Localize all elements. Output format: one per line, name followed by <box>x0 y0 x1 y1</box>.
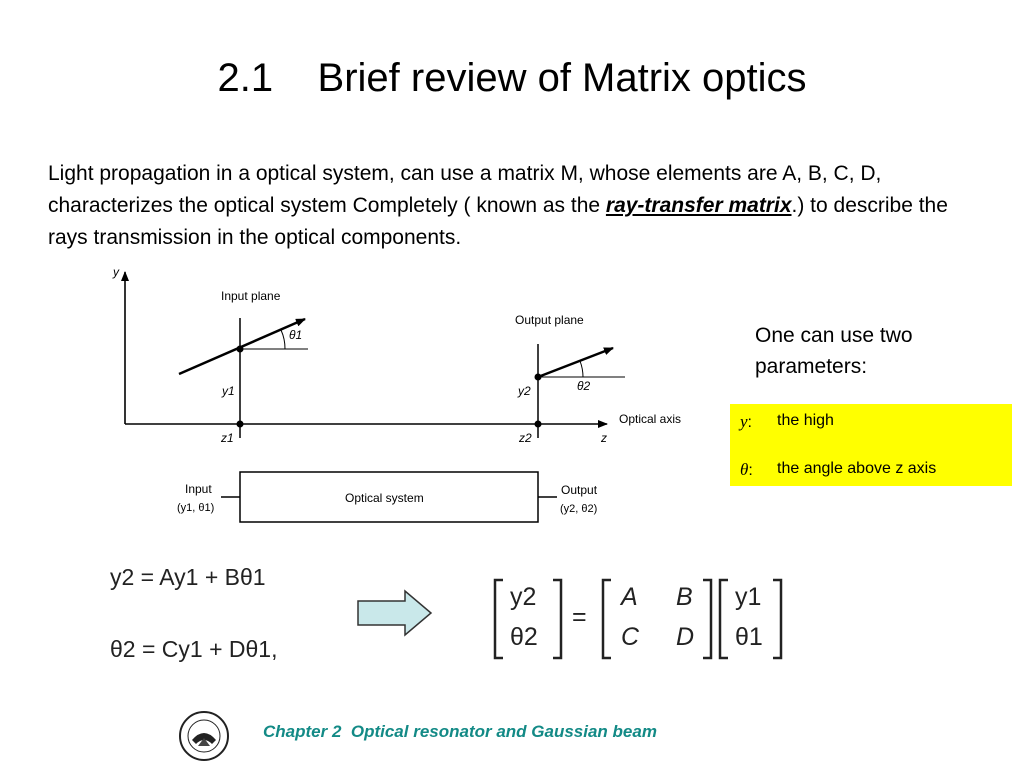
lhs-theta2: θ2 <box>510 623 538 651</box>
output-ray <box>537 346 614 379</box>
ray-diagram: y z Optical axis Input plane θ1 y1 z1 Ou… <box>112 265 681 523</box>
theta1-arc <box>280 329 286 350</box>
y1-label: y1 <box>221 384 235 398</box>
input-params: (y1, θ1) <box>177 502 214 514</box>
z1-point <box>236 420 244 428</box>
ray-transfer-matrix-term: ray-transfer matrix <box>605 194 792 217</box>
param-separator: : <box>747 414 752 431</box>
output-params: (y2, θ2) <box>560 503 597 515</box>
intro-text-start: Light propagation in a optical system, c… <box>48 162 882 217</box>
param-row-theta: θ: the angle above z axis <box>740 460 936 480</box>
param-description: the angle above z axis <box>777 460 937 477</box>
bracket <box>718 578 728 660</box>
input-plane-label: Input plane <box>221 289 281 303</box>
z2-label: z2 <box>518 431 532 445</box>
output-point <box>534 373 542 381</box>
theta2-arc <box>579 360 584 378</box>
matrix-c: C <box>621 623 640 651</box>
bracket <box>601 578 611 660</box>
slide-title: 2.1 Brief review of Matrix optics <box>217 56 807 100</box>
equation-1: y2 = Ay1 + Bθ1 <box>110 564 266 590</box>
rhs-y1: y1 <box>735 583 761 611</box>
input-label: Input <box>185 482 212 496</box>
parameters-intro: One can use two parameters: <box>755 324 913 378</box>
matrix-d: D <box>676 623 694 651</box>
param-separator: : <box>748 462 753 479</box>
intro-text-end: .) to describe the rays transmission in … <box>48 194 948 249</box>
lhs-y2: y2 <box>510 583 536 611</box>
z-axis-label: z <box>600 431 607 445</box>
param-symbol: y <box>740 412 748 431</box>
z2-point <box>534 420 542 428</box>
optical-system-box <box>239 471 539 523</box>
theta1-label: θ1 <box>289 328 302 342</box>
equations-left: y2 = Ay1 + Bθ1 θ2 = Cy1 + Dθ1, <box>110 564 278 662</box>
parameters-box: y: the high θ: the angle above z axis <box>730 404 1012 486</box>
bracket <box>553 578 563 660</box>
input-point <box>236 345 244 353</box>
optical-system-label: Optical system <box>345 491 424 505</box>
rhs-theta1: θ1 <box>735 623 763 651</box>
y2-label: y2 <box>517 384 531 398</box>
intro-paragraph: Light propagation in a optical system, c… <box>48 158 978 254</box>
university-logo <box>179 711 229 761</box>
output-label: Output <box>561 483 598 497</box>
bracket <box>493 578 503 660</box>
equals-sign: = <box>572 603 587 631</box>
param-description: the high <box>777 412 834 429</box>
z1-label: z1 <box>220 431 234 445</box>
matrix-a: A <box>619 583 638 611</box>
output-plane-label: Output plane <box>515 313 584 327</box>
right-arrow-icon <box>357 589 433 637</box>
optical-axis-label: Optical axis <box>619 412 681 426</box>
bracket <box>703 578 713 660</box>
bracket <box>773 578 783 660</box>
equation-2: θ2 = Cy1 + Dθ1, <box>110 636 278 662</box>
chapter-footer: Chapter 2 Optical resonator and Gaussian… <box>263 722 657 741</box>
matrix-b: B <box>676 583 693 611</box>
y-axis-label: y <box>112 265 120 279</box>
param-symbol: θ <box>740 460 749 479</box>
theta2-label: θ2 <box>577 379 591 393</box>
matrix-equation: y2 θ2 = A B C D y1 θ1 <box>493 578 783 660</box>
param-row-y: y: the high <box>740 412 834 432</box>
